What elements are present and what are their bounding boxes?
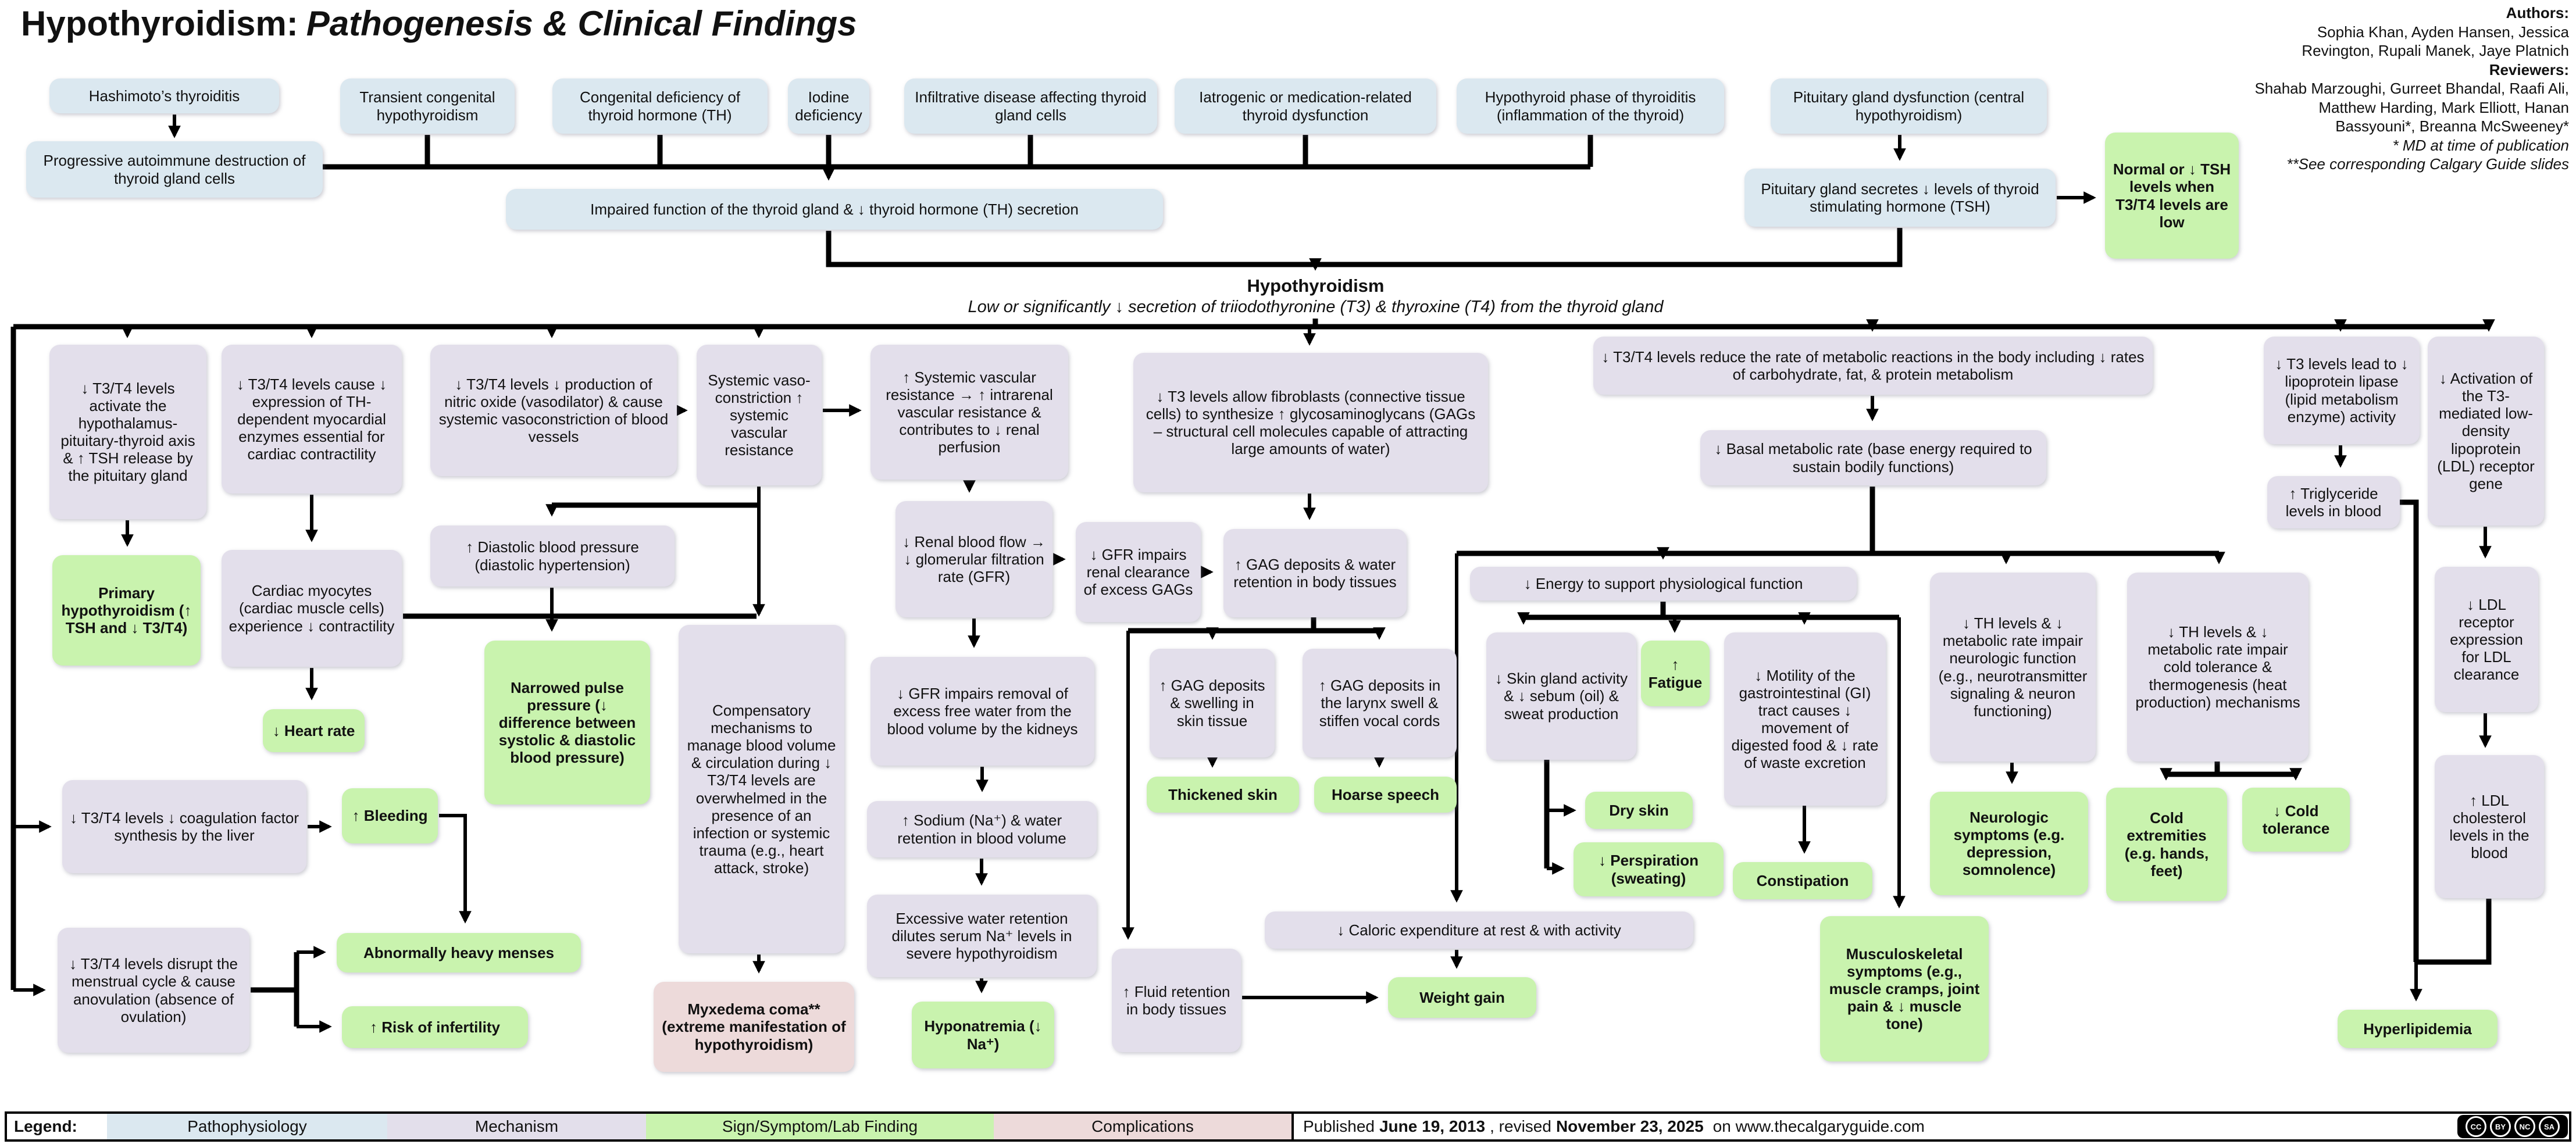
box-caloric-expenditure: ↓ Caloric expenditure at rest & with act… xyxy=(1265,911,1693,949)
published-line: Published June 19, 2013 , revised Novemb… xyxy=(1294,1114,2456,1139)
box-ldl-gene-activation: ↓ Activation of the T3-mediated low-dens… xyxy=(2428,337,2544,525)
reviewers-label: Reviewers: xyxy=(2489,60,2569,78)
legend-bar: Legend: Pathophysiology Mechanism Sign/S… xyxy=(5,1111,2571,1142)
box-gfr-gag-clearance: ↓ GFR impairs renal clearance of excess … xyxy=(1076,522,1201,622)
reviewers-names: Shahab Marzoughi, Gurreet Bhandal, Raafi… xyxy=(2254,80,2569,135)
box-hyponatremia: Hyponatremia (↓ Na⁺) xyxy=(912,1002,1054,1068)
legend-item-complications: Complications xyxy=(994,1114,1294,1139)
box-bleeding: ↑ Bleeding xyxy=(342,788,438,843)
box-musculoskeletal-symptoms: Musculoskeletal symptoms (e.g., muscle c… xyxy=(1820,916,1989,1061)
legend-item-mechanism: Mechanism xyxy=(387,1114,646,1139)
box-gi-motility: ↓ Motility of the gastrointestinal (GI) … xyxy=(1724,632,1886,806)
box-diastolic-bp: ↑ Diastolic blood pressure (diastolic hy… xyxy=(430,525,675,587)
page-title-main: Hypothyroidism: xyxy=(21,4,298,43)
box-cold-extremities: Cold extremities (e.g. hands, feet) xyxy=(2106,788,2227,901)
box-renal-blood-flow: ↓ Renal blood flow → ↓ glomerular filtra… xyxy=(895,501,1052,617)
legend-item-pathophysiology: Pathophysiology xyxy=(107,1114,387,1139)
cc-by-icon: BY xyxy=(2490,1116,2511,1137)
box-neurologic-symptoms: Neurologic symptoms (e.g. depression, so… xyxy=(1930,792,2088,895)
box-heart-rate: ↓ Heart rate xyxy=(263,709,365,752)
authors-names: Sophia Khan, Ayden Hansen, Jessica Revin… xyxy=(2302,23,2569,60)
published-prefix: Published xyxy=(1303,1117,1375,1135)
box-systemic-vasoconstriction: Systemic vaso-constriction ↑ systemic va… xyxy=(697,345,822,485)
box-energy-support: ↓ Energy to support physiological functi… xyxy=(1470,567,1857,600)
box-normal-tsh: Normal or ↓ TSH levels when T3/T4 levels… xyxy=(2105,133,2239,259)
box-iatrogenic: Iatrogenic or medication-related thyroid… xyxy=(1175,78,1436,134)
box-cardiac-myocytes: Cardiac myocytes (cardiac muscle cells) … xyxy=(222,550,402,667)
box-hypothyroid-phase: Hypothyroid phase of thyroiditis (inflam… xyxy=(1457,78,1724,134)
box-gag-skin: ↑ GAG deposits & swelling in skin tissue xyxy=(1150,649,1275,757)
cc-sa-icon: SA xyxy=(2539,1116,2560,1137)
arrow-lines xyxy=(13,115,2495,1033)
box-excessive-water: Excessive water retention dilutes serum … xyxy=(867,895,1097,977)
box-hashimoto: Hashimoto’s thyroiditis xyxy=(49,78,279,113)
box-gag-water-retention: ↑ GAG deposits & water retention in body… xyxy=(1223,529,1407,617)
box-transient-congenital: Transient congenital hypothyroidism xyxy=(340,78,515,134)
box-infiltrative-disease: Infiltrative disease affecting thyroid g… xyxy=(904,78,1157,134)
box-fatigue: ↑ Fatigue xyxy=(1641,641,1710,706)
box-sodium-retention: ↑ Sodium (Na⁺) & water retention in bloo… xyxy=(867,801,1097,857)
box-lipoprotein-lipase: ↓ T3 levels lead to ↓ lipoprotein lipase… xyxy=(2264,337,2420,444)
box-th-cold: ↓ TH levels & ↓ metabolic rate impair co… xyxy=(2127,573,2309,762)
box-primary-hypothyroidism: Primary hypothyroidism (↑ TSH and ↓ T3/T… xyxy=(52,555,201,666)
box-constipation: Constipation xyxy=(1733,862,1872,899)
published-mid: , revised xyxy=(1490,1117,1551,1135)
box-nitric-oxide: ↓ T3/T4 levels ↓ production of nitric ox… xyxy=(430,345,677,476)
published-suffix: on www.thecalgaryguide.com xyxy=(1712,1117,1925,1135)
cc-nc-icon: NC xyxy=(2514,1116,2535,1137)
box-pituitary-secretes: Pituitary gland secretes ↓ levels of thy… xyxy=(1744,169,2056,227)
box-myxedema-coma: Myxedema coma** (extreme manifestation o… xyxy=(654,982,854,1072)
box-compensatory-mechanisms: Compensatory mechanisms to manage blood … xyxy=(679,625,844,953)
box-coagulation-factor: ↓ T3/T4 levels ↓ coagulation factor synt… xyxy=(62,780,306,873)
published-date: June 19, 2013 xyxy=(1379,1117,1486,1135)
box-heavy-menses: Abnormally heavy menses xyxy=(337,933,581,973)
page-title: Hypothyroidism:Pathogenesis & Clinical F… xyxy=(21,3,857,44)
box-th-neurologic: ↓ TH levels & ↓ metabolic rate impair ne… xyxy=(1930,573,2096,762)
box-hyperlipidemia: Hyperlipidemia xyxy=(2338,1010,2497,1048)
box-skin-gland: ↓ Skin gland activity & ↓ sebum (oil) & … xyxy=(1486,632,1636,760)
revised-date: November 23, 2025 xyxy=(1555,1117,1704,1135)
box-iodine-deficiency: Iodine deficiency xyxy=(788,78,869,134)
box-perspiration: ↓ Perspiration (sweating) xyxy=(1574,842,1724,896)
authors-label: Authors: xyxy=(2506,4,2569,22)
box-thickened-skin: Thickened skin xyxy=(1147,777,1299,813)
box-gag-larynx: ↑ GAG deposits in the larynx swell & sti… xyxy=(1303,649,1457,757)
box-cold-tolerance: ↓ Cold tolerance xyxy=(2242,788,2350,852)
box-gfr-water-removal: ↓ GFR impairs removal of excess free wat… xyxy=(870,657,1094,766)
central-heading-title: Hypothyroidism xyxy=(1247,276,1385,296)
box-dry-skin: Dry skin xyxy=(1585,792,1693,829)
box-metabolic-reactions: ↓ T3/T4 levels reduce the rate of metabo… xyxy=(1593,337,2153,395)
legend-item-sign: Sign/Symptom/Lab Finding xyxy=(646,1114,994,1139)
box-weight-gain: Weight gain xyxy=(1388,977,1536,1018)
credits-footnote-1: * MD at time of publication xyxy=(2392,136,2569,154)
box-congenital-deficiency: Congenital deficiency of thyroid hormone… xyxy=(552,78,768,134)
box-svr-intrarenal: ↑ Systemic vascular resistance → ↑ intra… xyxy=(870,345,1068,480)
box-ldl-cholesterol: ↑ LDL cholesterol levels in the blood xyxy=(2435,755,2544,898)
box-triglyceride: ↑ Triglyceride levels in blood xyxy=(2267,476,2400,528)
page-title-italic: Pathogenesis & Clinical Findings xyxy=(306,4,857,43)
central-heading-subtitle: Low or significantly ↓ secretion of trii… xyxy=(968,298,1664,316)
box-impaired-function: Impaired function of the thyroid gland &… xyxy=(506,189,1163,230)
box-hoarse-speech: Hoarse speech xyxy=(1314,777,1457,813)
box-basal-metabolic-rate: ↓ Basal metabolic rate (base energy requ… xyxy=(1700,430,2046,485)
box-pituitary-dysfunction: Pituitary gland dysfunction (central hyp… xyxy=(1771,78,2047,134)
credits-block: Authors: Sophia Khan, Ayden Hansen, Jess… xyxy=(2243,3,2569,174)
box-narrowed-pulse: Narrowed pulse pressure (↓ difference be… xyxy=(484,641,650,805)
box-menstrual-disruption: ↓ T3/T4 levels disrupt the menstrual cyc… xyxy=(58,928,249,1053)
legend-label: Legend: xyxy=(14,1117,77,1135)
credits-footnote-2: **See corresponding Calgary Guide slides xyxy=(2286,155,2569,173)
trunk-lines xyxy=(10,135,2492,1027)
box-ldl-receptor: ↓ LDL receptor expression for LDL cleara… xyxy=(2435,567,2538,712)
cc-icon: CC xyxy=(2466,1116,2486,1137)
box-axis-activation: ↓ T3/T4 levels activate the hypothalamus… xyxy=(49,345,206,519)
box-infertility-risk: ↑ Risk of infertility xyxy=(342,1006,528,1048)
box-progressive-autoimmune: Progressive autoimmune destruction of th… xyxy=(26,141,323,198)
cc-license-badge: CC BY NC SA xyxy=(2457,1115,2568,1138)
box-fluid-retention: ↑ Fluid retention in body tissues xyxy=(1112,949,1241,1052)
central-heading: Hypothyroidism Low or significantly ↓ se… xyxy=(890,276,1742,317)
box-fibroblasts-gags: ↓ T3 levels allow fibroblasts (connectiv… xyxy=(1133,353,1488,492)
box-myocardial-enzymes: ↓ T3/T4 levels cause ↓ expression of TH-… xyxy=(222,345,402,494)
